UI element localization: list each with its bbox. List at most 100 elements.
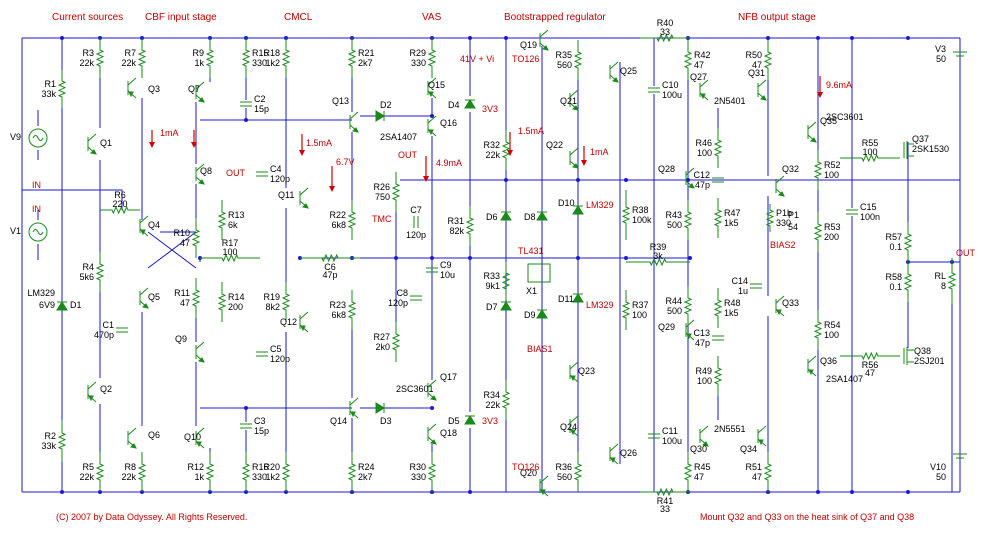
label-q8: Q8	[200, 166, 212, 176]
label-r31: R31	[447, 216, 464, 226]
label-in-1: IN	[32, 180, 41, 190]
bjt-arrow	[571, 163, 579, 169]
bjt-arrow	[686, 333, 692, 340]
label-r6: R6	[114, 190, 126, 200]
value-r54: 100	[824, 330, 839, 340]
value-r31: 82k	[449, 226, 464, 236]
label-p1b: P1b	[776, 208, 792, 218]
label-r36: R36	[555, 462, 572, 472]
label-q31: Q31	[748, 68, 765, 78]
label-d7: D7	[486, 302, 498, 312]
label-r47: R47	[724, 208, 741, 218]
label-d6: D6	[486, 212, 498, 222]
label-q13: Q13	[332, 96, 349, 106]
resistor-r31	[465, 206, 475, 246]
wire	[147, 231, 197, 269]
diode-d4	[464, 99, 476, 109]
label-r12: R12	[187, 462, 204, 472]
resistor-r57	[903, 222, 913, 262]
junction	[468, 490, 472, 494]
value-c9: 10u	[440, 270, 455, 280]
bjt-collector	[139, 287, 149, 296]
label-d1-ref: LM329	[27, 288, 55, 298]
resistor-r44	[683, 286, 693, 326]
bjt-collector	[775, 295, 785, 304]
label-r7: R7	[124, 48, 136, 58]
label-q3: Q3	[148, 84, 160, 94]
label-r21: R21	[358, 48, 375, 58]
current-arrow-head	[423, 176, 429, 182]
resistor-r14	[217, 282, 227, 322]
resistor-r48	[713, 288, 723, 328]
annotation-current-4-9ma: 4.9mA	[436, 158, 462, 168]
label-d10: D10	[558, 198, 575, 208]
wires	[21, 36, 961, 494]
label-d1: D1	[70, 300, 82, 310]
resistor-r45	[683, 452, 693, 492]
bjt-arrow	[541, 45, 549, 51]
junction	[850, 36, 854, 40]
label-r38: R38	[632, 205, 649, 215]
labels: R133kR233kR322kR45k6R522kQ1Q2D1LM3296V9V…	[10, 12, 976, 522]
label-r16: R16	[252, 462, 269, 472]
label-q36: Q36	[820, 356, 837, 366]
current-arrow-head	[581, 160, 587, 166]
resistor-r17	[200, 253, 260, 263]
value-r30: 330	[411, 472, 426, 482]
bjt-collector	[127, 77, 137, 86]
junction	[850, 490, 854, 494]
value-r19: 8k2	[265, 302, 280, 312]
value-r33: 9k1	[485, 281, 500, 291]
label-q4: Q4	[148, 220, 160, 230]
label-q1: Q1	[100, 138, 112, 148]
value-r3: 22k	[79, 58, 94, 68]
bjt-arrow	[197, 357, 205, 363]
junction	[576, 256, 580, 260]
label-r8: R8	[124, 462, 136, 472]
bjt-arrow	[89, 149, 97, 155]
resistor-r23	[347, 290, 357, 330]
bjt-arrow	[141, 303, 149, 309]
value-r20: 1k2	[265, 472, 280, 482]
bjt-collector	[87, 381, 97, 390]
junction	[624, 256, 628, 260]
bjt-arrow	[687, 183, 695, 189]
diode-d5	[464, 415, 476, 425]
bjt-collector	[539, 475, 549, 484]
current-arrow-head	[149, 142, 155, 148]
value-c12: 47p	[695, 180, 710, 190]
junction	[504, 178, 508, 182]
annotation-current-1-5ma-b: 1.5mA	[518, 126, 544, 136]
resistor-r26	[391, 172, 401, 212]
label-r56: R56	[862, 360, 879, 370]
value-c11: 100u	[662, 436, 682, 446]
label-r43: R43	[665, 210, 682, 220]
label-d10-ref: LM329	[586, 200, 614, 210]
label-rl: RL	[934, 271, 946, 281]
value-r23: 6k8	[331, 310, 346, 320]
annotation-current-1ma: 1mA	[160, 128, 179, 138]
resistor-r13	[217, 200, 227, 240]
resistor-r36	[573, 452, 583, 492]
model-q30: 2N5551	[714, 424, 746, 434]
value-r18: 1k2	[265, 58, 280, 68]
bjt-collector	[807, 355, 817, 364]
junction	[816, 36, 820, 40]
label-out-1: OUT	[226, 168, 246, 178]
junction	[504, 36, 508, 40]
bjt-collector	[427, 423, 437, 432]
value-r15: 330	[252, 58, 267, 68]
resistor-r4	[95, 252, 105, 292]
label-r3: R3	[82, 48, 94, 58]
value-r42: 47	[694, 60, 704, 70]
value-r46: 100	[697, 148, 712, 158]
bjt-arrow	[428, 91, 434, 98]
junction	[60, 490, 64, 494]
model-q35: 2SC3601	[826, 112, 864, 122]
label-d4-voltage: 3V3	[482, 104, 498, 114]
bjt-arrow	[88, 395, 94, 402]
bjt-arrow	[777, 191, 785, 197]
resistor-r16	[241, 452, 251, 492]
diode-d11	[572, 293, 584, 303]
resistor-r56	[840, 351, 900, 361]
